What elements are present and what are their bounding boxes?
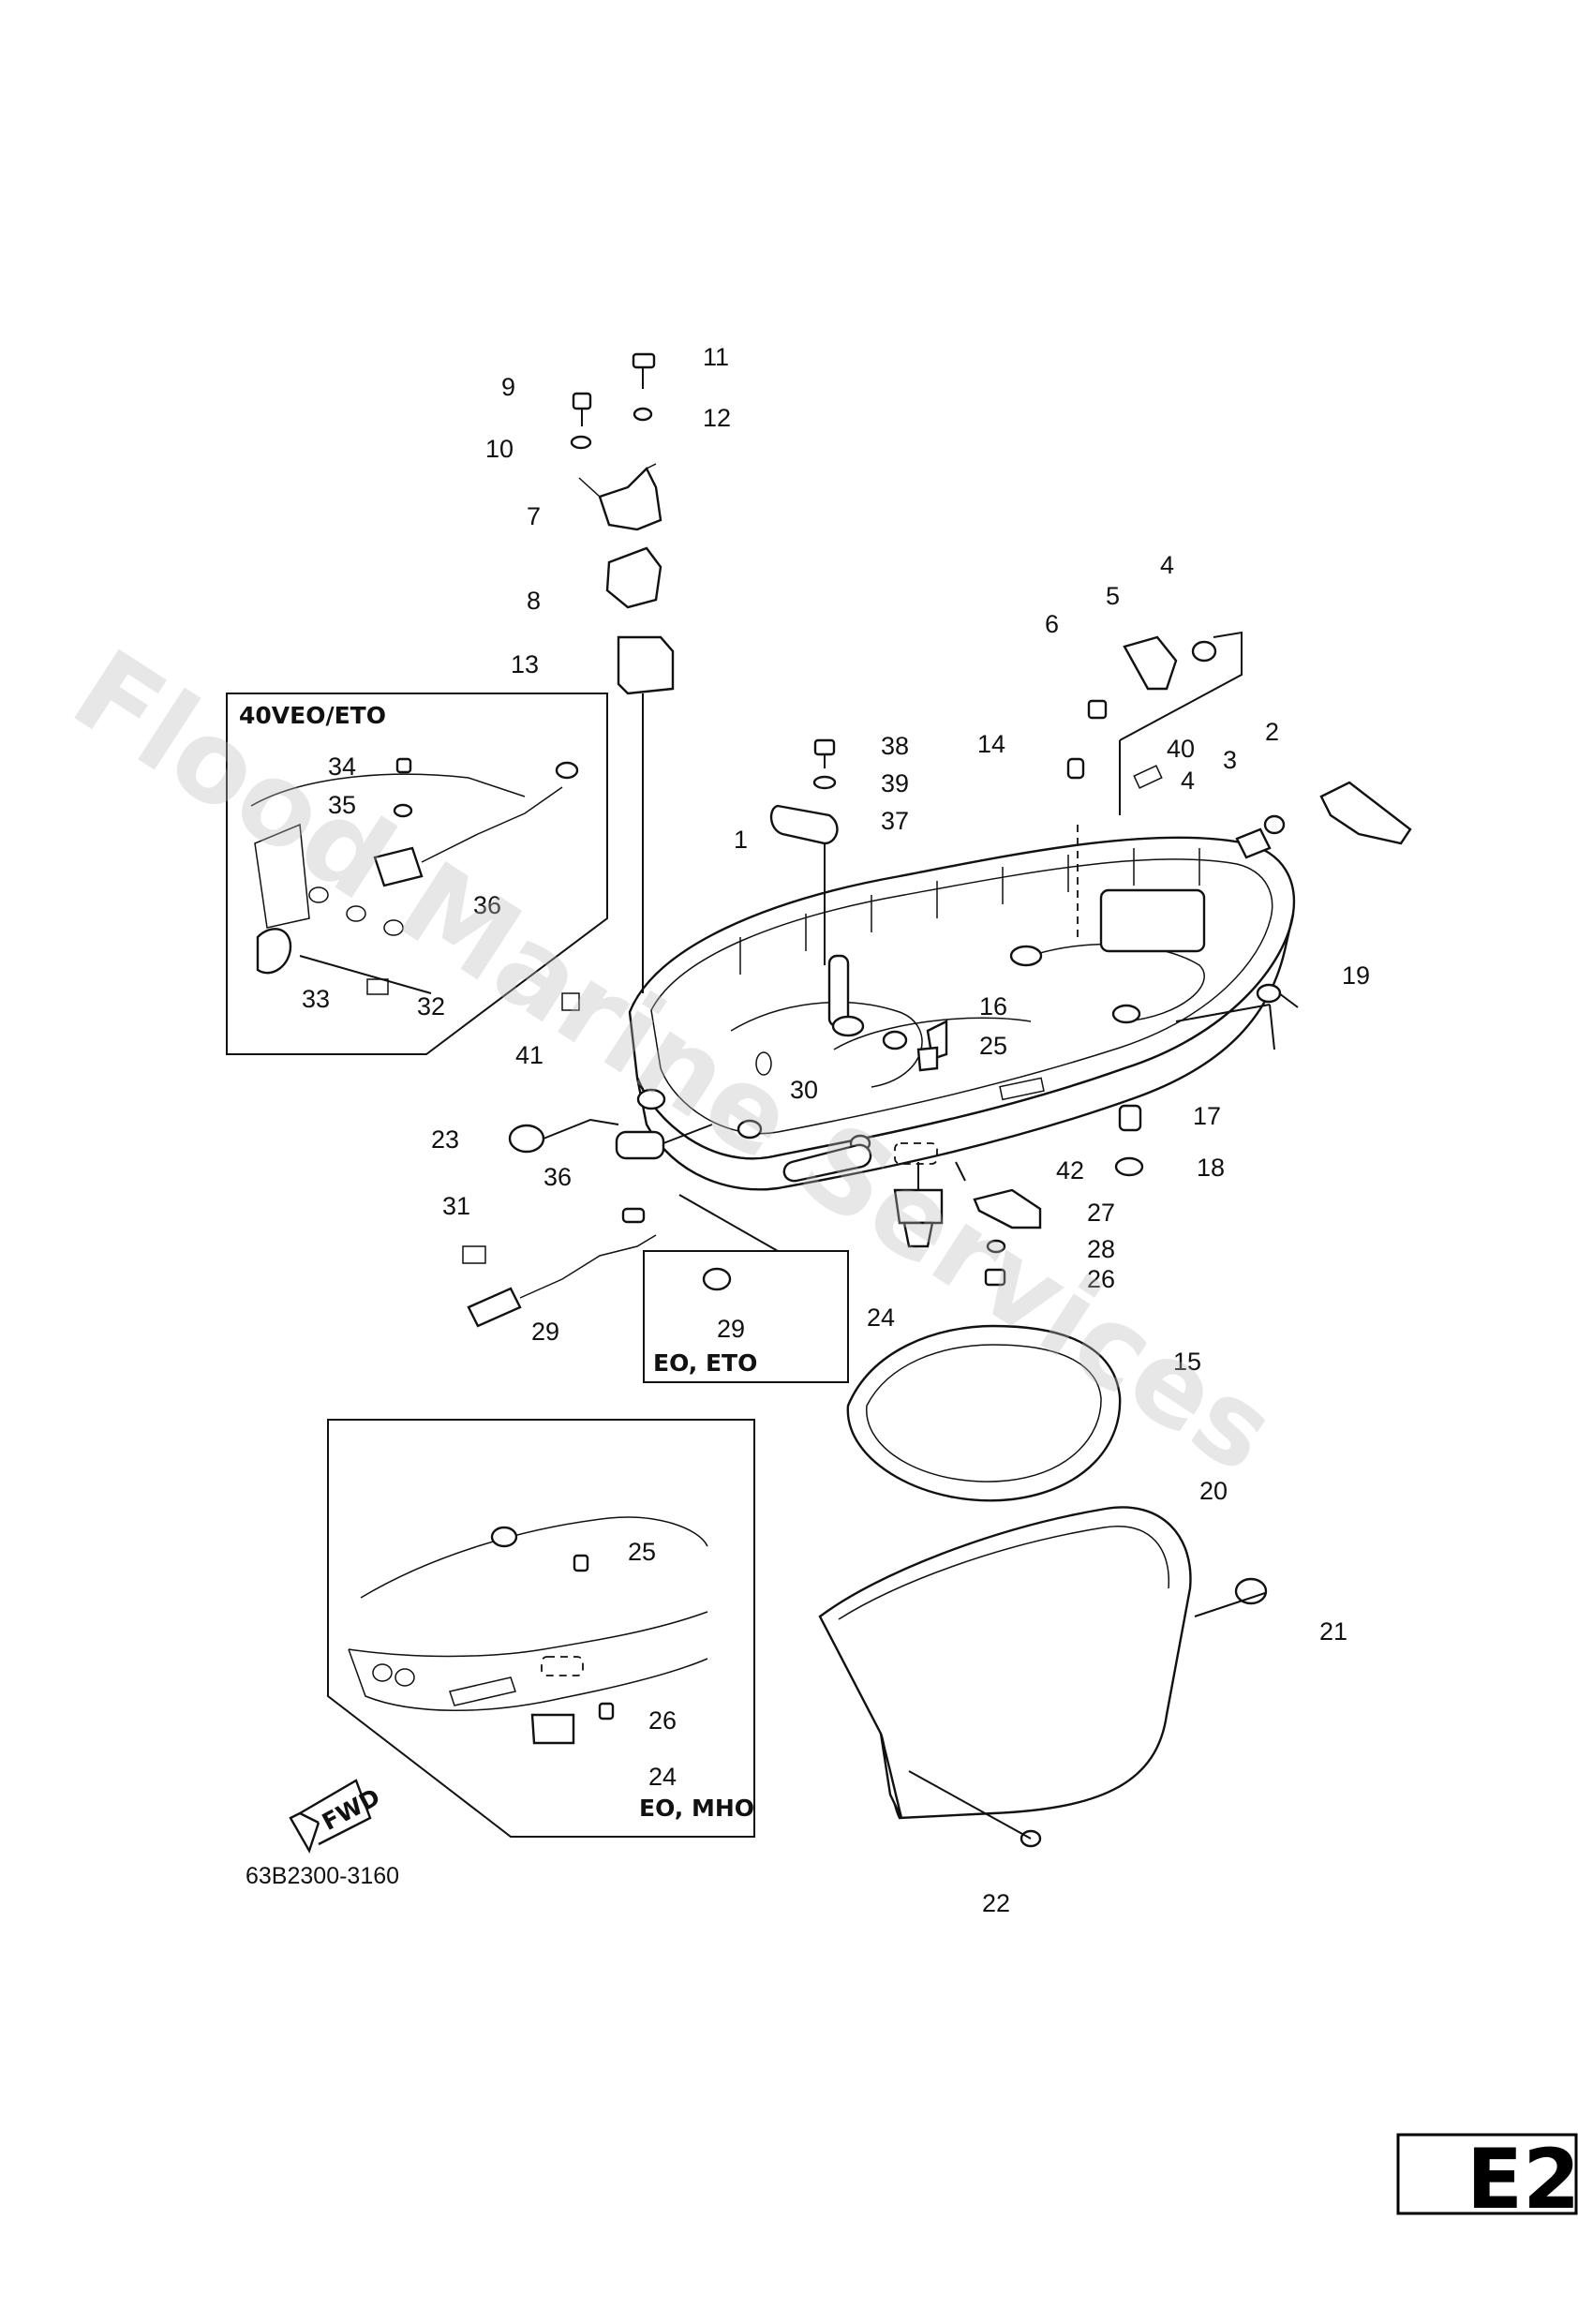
callout-38: 38: [881, 732, 909, 760]
callout-10: 10: [485, 435, 514, 463]
callout-3: 3: [1223, 746, 1237, 774]
bottom-cowling: [561, 825, 1296, 1191]
lever-group: [1066, 631, 1412, 1177]
inset-label-eo-mho: EO, MHO: [639, 1795, 754, 1822]
callout-6: 6: [1045, 610, 1059, 638]
callout-labels: 1 2 3 4 4 5 6 7 8 9 10 11 12 13 14 15 16…: [302, 343, 1370, 1917]
callout-26a: 26: [1087, 1265, 1115, 1293]
callout-11: 11: [703, 343, 729, 371]
callout-35: 35: [328, 791, 356, 819]
callout-31: 31: [442, 1192, 470, 1220]
callout-36a: 36: [473, 891, 501, 919]
callout-29a: 29: [531, 1318, 559, 1346]
callout-7: 7: [527, 502, 541, 530]
callout-16: 16: [979, 992, 1007, 1020]
callout-22: 22: [982, 1889, 1010, 1917]
callout-37: 37: [881, 807, 909, 835]
callout-15: 15: [1173, 1348, 1201, 1376]
callout-20: 20: [1199, 1477, 1228, 1505]
callout-24a: 24: [867, 1304, 895, 1332]
front-fittings: [462, 1118, 779, 1328]
fwd-arrow: FWD: [289, 1779, 384, 1854]
inset-eo-eto: [643, 1250, 849, 1383]
callout-26b: 26: [648, 1706, 677, 1735]
callout-25a: 25: [979, 1032, 1007, 1060]
callout-14: 14: [977, 730, 1005, 758]
callout-42: 42: [1056, 1156, 1084, 1184]
callout-33: 33: [302, 985, 330, 1013]
callout-29b: 29: [717, 1315, 745, 1343]
inset-eo-mho: [327, 1419, 755, 1838]
callout-24b: 24: [648, 1763, 677, 1791]
page-code: E2: [1466, 2131, 1578, 2227]
upper-bracket-group: [570, 352, 675, 993]
inset-40veo-eto: [226, 693, 608, 1055]
callout-27: 27: [1087, 1199, 1115, 1227]
callout-1: 1: [734, 826, 748, 854]
callout-17: 17: [1193, 1102, 1221, 1130]
callout-5: 5: [1106, 582, 1120, 610]
page-code-box: E2: [1396, 2131, 1578, 2227]
callout-25b: 25: [628, 1538, 656, 1566]
callout-41: 41: [515, 1041, 543, 1069]
callout-21: 21: [1319, 1617, 1347, 1646]
callout-32: 32: [417, 992, 445, 1020]
callout-34: 34: [328, 752, 356, 781]
inset-label-40veo-eto: 40VEO/ETO: [239, 702, 386, 729]
diagram-code: 63B2300-3160: [246, 1863, 399, 1889]
lower-fittings: [893, 1161, 1042, 1287]
callout-19: 19: [1342, 961, 1370, 990]
callout-23: 23: [431, 1125, 459, 1154]
callout-18: 18: [1197, 1154, 1225, 1182]
callout-12: 12: [703, 404, 731, 432]
callout-8: 8: [527, 587, 541, 615]
callout-40: 40: [1167, 735, 1195, 763]
callout-28: 28: [1087, 1235, 1115, 1263]
callout-4a: 4: [1160, 551, 1174, 579]
inset-label-eo-eto: EO, ETO: [653, 1349, 757, 1377]
callout-4b: 4: [1181, 767, 1195, 795]
seal-gasket: [846, 1324, 1122, 1502]
callout-36b: 36: [543, 1163, 572, 1191]
callout-30: 30: [790, 1076, 818, 1104]
callout-39: 39: [881, 769, 909, 797]
spacer-group: [769, 738, 839, 965]
callout-9: 9: [501, 373, 515, 401]
callout-2: 2: [1265, 718, 1279, 746]
callout-13: 13: [511, 650, 539, 678]
oil-pan: [818, 1506, 1268, 1848]
